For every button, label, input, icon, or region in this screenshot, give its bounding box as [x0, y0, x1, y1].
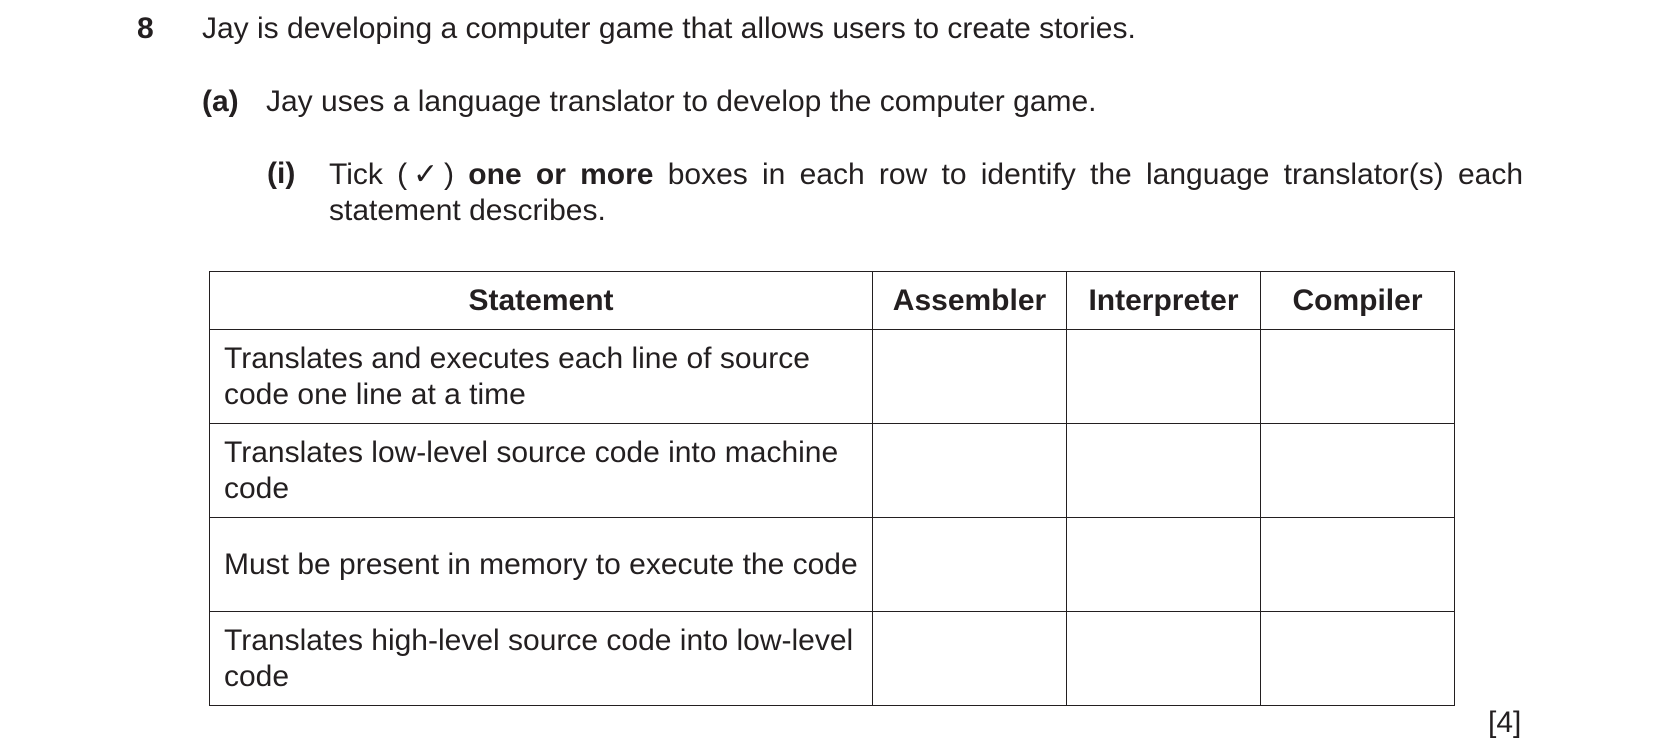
table-row: Translates low-level source code into ma… [209, 423, 1455, 518]
statement-cell: Translates high-level source code into l… [209, 611, 873, 706]
compiler-tick-box[interactable] [1260, 517, 1455, 612]
header-assembler: Assembler [872, 271, 1067, 330]
compiler-tick-box[interactable] [1260, 423, 1455, 518]
statement-cell: Translates and executes each line of sou… [209, 329, 873, 424]
question-number: 8 [137, 12, 154, 45]
instruction-text-end: boxes in each row to identify the langua… [329, 158, 1524, 227]
header-statement: Statement [209, 271, 873, 330]
instruction-text-start: Tick (✓) [329, 158, 469, 191]
part-a-label: (a) [202, 85, 239, 118]
interpreter-tick-box[interactable] [1066, 423, 1261, 518]
interpreter-tick-box[interactable] [1066, 517, 1261, 612]
interpreter-tick-box[interactable] [1066, 329, 1261, 424]
question-text: Jay is developing a computer game that a… [202, 12, 1136, 45]
assembler-tick-box[interactable] [872, 423, 1067, 518]
assembler-tick-box[interactable] [872, 329, 1067, 424]
statement-cell: Translates low-level source code into ma… [209, 423, 873, 518]
header-compiler: Compiler [1260, 271, 1455, 330]
compiler-tick-box[interactable] [1260, 329, 1455, 424]
interpreter-tick-box[interactable] [1066, 611, 1261, 706]
table-row: Translates high-level source code into l… [209, 611, 1455, 706]
assembler-tick-box[interactable] [872, 517, 1067, 612]
table-row: Must be present in memory to execute the… [209, 517, 1455, 612]
header-interpreter: Interpreter [1066, 271, 1261, 330]
table-row: Translates and executes each line of sou… [209, 329, 1455, 424]
part-a-text: Jay uses a language translator to develo… [266, 85, 1097, 118]
statement-cell: Must be present in memory to execute the… [209, 517, 873, 612]
translator-tick-table: Statement Assembler Interpreter Compiler… [209, 271, 1455, 706]
part-i-instruction: Tick (✓) one or more boxes in each row t… [329, 157, 1523, 229]
assembler-tick-box[interactable] [872, 611, 1067, 706]
marks-allocation: [4] [1488, 706, 1522, 739]
part-i-label: (i) [267, 157, 296, 190]
table-header-row: Statement Assembler Interpreter Compiler [209, 271, 1455, 330]
instruction-emphasis: one or more [468, 158, 654, 191]
compiler-tick-box[interactable] [1260, 611, 1455, 706]
